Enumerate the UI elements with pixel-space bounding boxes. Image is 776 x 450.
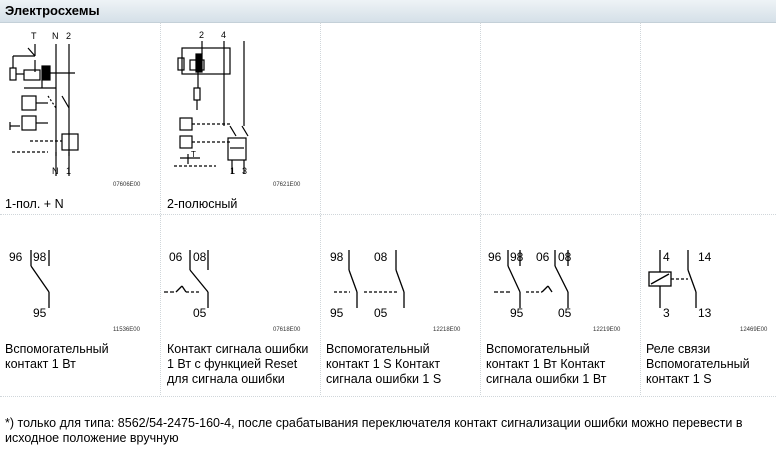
terminal-label: 08: [374, 250, 388, 264]
grid-divider: [640, 22, 641, 214]
terminal-label: 1: [230, 166, 235, 176]
terminal-label: 05: [558, 306, 572, 320]
terminal-label: 2: [199, 30, 204, 40]
contact-diagram-5: 4 14 3 13: [648, 250, 712, 320]
terminal-label: N: [52, 166, 59, 176]
terminal-label: 05: [193, 306, 207, 320]
grid-divider: [0, 396, 776, 397]
grid-divider: [480, 22, 481, 214]
terminal-label: 2: [66, 31, 71, 41]
contact-diagram-4: 96 98 06 08 95 05: [488, 250, 572, 320]
section-header: Электросхемы: [0, 0, 776, 23]
section-title: Электросхемы: [5, 3, 100, 18]
terminal-label: 95: [330, 306, 344, 320]
terminal-label: N: [52, 31, 59, 41]
diagram-code: 11536E00: [113, 327, 140, 333]
terminal-label: 06: [536, 250, 550, 264]
grid-divider: [160, 22, 161, 214]
contact-diagram-2: 06 08 05: [164, 250, 209, 320]
terminal-label: 05: [374, 306, 388, 320]
diagram-caption: Контакт сигнала ошибки 1 Вт с функцией R…: [167, 342, 309, 386]
diagram-code: 12469E00: [740, 327, 768, 333]
terminal-label: 96: [9, 250, 23, 264]
diagram-caption: 2-полюсный: [167, 197, 238, 211]
terminal-label: 14: [698, 250, 712, 264]
diagram-code: 07621E00: [273, 182, 301, 188]
terminal-label: 4: [663, 250, 670, 264]
terminal-label: 06: [169, 250, 183, 264]
grid-divider: [640, 215, 641, 395]
terminal-label: 08: [193, 250, 207, 264]
contact-diagram-1: 96 98 95: [9, 250, 50, 320]
grid-divider: [480, 215, 481, 395]
terminal-label: 98: [330, 250, 344, 264]
footnote: *) только для типа: 8562/54-2475-160-4, …: [5, 416, 743, 445]
diagram-caption: Вспомогательный контакт 1 S Контакт сигн…: [326, 342, 442, 386]
diagram-code: 07618E00: [273, 327, 301, 333]
diagram-caption: 1-пол. + N: [5, 197, 64, 211]
terminal-label: 96: [488, 250, 502, 264]
grid-divider: [320, 215, 321, 395]
wiring-diagram-2p: 2 4 T 1 3: [174, 30, 249, 176]
terminal-label: 4: [221, 30, 226, 40]
grid-divider: [160, 215, 161, 395]
terminal-label: 13: [698, 306, 712, 320]
contact-diagram-3: 98 08 95 05: [330, 250, 405, 320]
terminal-label: 1: [66, 166, 71, 176]
terminal-label: 08: [558, 250, 572, 264]
diagram-code: 12218E00: [433, 327, 461, 333]
diagram-code: 12219E00: [593, 327, 621, 333]
terminal-label: 3: [663, 306, 670, 320]
grid-divider: [0, 214, 776, 215]
diagram-caption: Вспомогательный контакт 1 Вт: [5, 342, 109, 371]
wiring-diagram-1p-n: T N 2 N 1: [9, 31, 79, 176]
terminal-label: 95: [33, 306, 47, 320]
diagram-caption: Вспомогательный контакт 1 Вт Контакт сиг…: [486, 342, 607, 386]
terminal-label: 98: [510, 250, 524, 264]
diagram-caption: Реле связи Вспомогательный контакт 1 S: [646, 342, 750, 386]
diagram-code: 07606E00: [113, 182, 141, 188]
terminal-label: 98: [33, 250, 47, 264]
terminal-label: T: [31, 31, 37, 41]
terminal-label: T: [191, 150, 196, 159]
terminal-label: 3: [242, 166, 247, 176]
grid-divider: [320, 22, 321, 214]
terminal-label: 95: [510, 306, 524, 320]
